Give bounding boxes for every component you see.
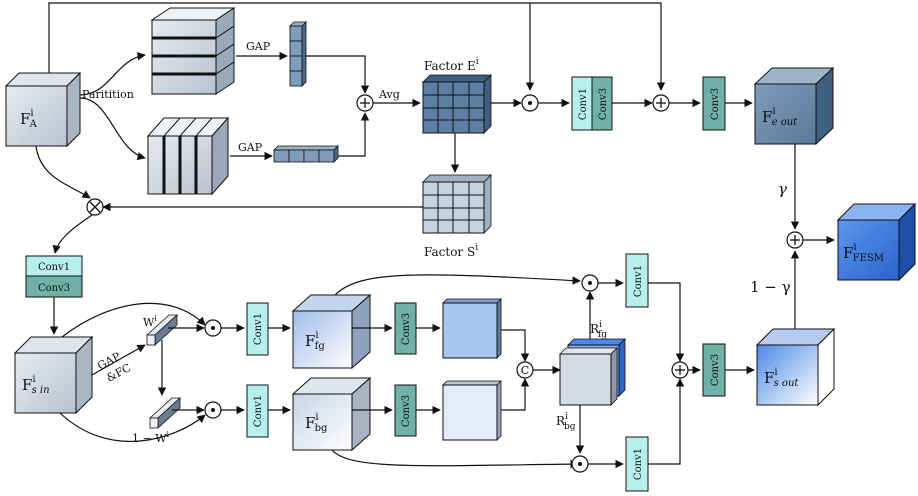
svg-text:Conv3: Conv3 — [401, 395, 412, 427]
vertical-slices-stack — [146, 116, 230, 196]
conv1-conv3-block-left: Conv1 Conv3 — [25, 255, 83, 298]
otimes-to-conv-arrow — [52, 214, 93, 254]
fa-to-otimes-arrow — [35, 145, 91, 199]
svg-text:Conv3: Conv3 — [710, 88, 721, 120]
plus-node-top — [652, 94, 670, 112]
one-minus-gamma-label: 1 − γ — [750, 278, 791, 296]
odot-node-top — [521, 94, 539, 112]
conv1-block-r-bg: Conv1 — [625, 436, 649, 492]
partition-arrow-bottom — [79, 97, 146, 161]
svg-text:Conv1: Conv1 — [633, 448, 644, 480]
svg-text:Conv1: Conv1 — [253, 313, 264, 345]
avg-label: Avg — [378, 88, 400, 101]
conv3-block-top: Conv3 — [702, 76, 726, 131]
svg-text:Conv1: Conv1 — [38, 262, 70, 273]
horizontal-vector — [273, 145, 339, 163]
one-minus-w-label: 1 − Wi — [132, 430, 170, 445]
factor-e-label: Factor Ei — [424, 57, 479, 73]
odot-node-r-bg — [571, 455, 589, 473]
factor-e-grid — [422, 74, 492, 134]
svg-text:Conv1: Conv1 — [253, 395, 264, 427]
gap-bottom-label: GAP — [238, 141, 263, 154]
gap-top-label: GAP — [246, 40, 271, 53]
map-bg-to-concat-arrow — [501, 378, 530, 411]
conv1-r-fg-to-plus-arrow — [648, 282, 685, 362]
r-stack — [559, 338, 626, 406]
plus-node-avg — [356, 94, 374, 112]
vec-to-plus-arrow — [306, 55, 370, 94]
map-fg-to-concat-arrow — [501, 329, 530, 362]
horizontal-slices-stack — [150, 7, 236, 95]
partition-arrow-top — [79, 52, 146, 96]
svg-text:C: C — [521, 364, 529, 377]
w-vector — [145, 314, 179, 346]
skip-line-top — [48, 2, 666, 91]
svg-text:Conv3: Conv3 — [401, 313, 412, 345]
concat-node: C — [516, 361, 534, 379]
svg-text:Conv3: Conv3 — [710, 354, 721, 386]
hvec-to-plus-arrow — [338, 112, 370, 157]
odot-node-fg — [204, 319, 222, 337]
vertical-vector — [289, 21, 307, 87]
feature-map-fg — [442, 298, 502, 359]
one-minus-w-vector — [148, 397, 182, 429]
conv1-label-top: Conv1 — [578, 88, 589, 120]
odot-node-bg — [204, 401, 222, 419]
conv1-conv3-block-top: Conv1 Conv3 — [571, 76, 613, 131]
conv1-block-fg: Conv1 — [246, 302, 269, 356]
plus-node-final — [786, 231, 804, 249]
partition-label: Paritition — [82, 88, 134, 101]
odot-node-r-fg — [581, 274, 599, 292]
factor-s-label: Factor Si — [424, 243, 478, 259]
fbg-to-odot-r-arrow — [331, 449, 579, 469]
conv3-label-top: Conv3 — [598, 88, 609, 120]
fsin-to-odot-fg-arrow — [61, 302, 206, 338]
ffg-to-odot-r-arrow — [334, 274, 581, 296]
feature-map-bg — [442, 380, 502, 441]
otimes-node — [86, 198, 104, 216]
factor-s-grid — [422, 174, 492, 234]
conv1-block-r-fg: Conv1 — [625, 253, 649, 308]
conv3-block-bottom: Conv3 — [702, 343, 726, 397]
svg-text:Conv1: Conv1 — [633, 265, 644, 297]
gamma-label: γ — [778, 180, 787, 198]
conv3-block-bg: Conv3 — [394, 384, 417, 437]
fsin-to-odot-bg-arrow — [59, 412, 206, 442]
conv3-block-fg: Conv3 — [394, 302, 417, 355]
plus-node-bottom — [671, 361, 689, 379]
gapfc-arrow — [91, 344, 146, 376]
svg-text:Conv3: Conv3 — [38, 283, 70, 294]
conv1-r-bg-to-plus-arrow — [648, 378, 685, 465]
w-label: Wi — [143, 314, 157, 329]
conv1-block-bg: Conv1 — [246, 384, 269, 438]
